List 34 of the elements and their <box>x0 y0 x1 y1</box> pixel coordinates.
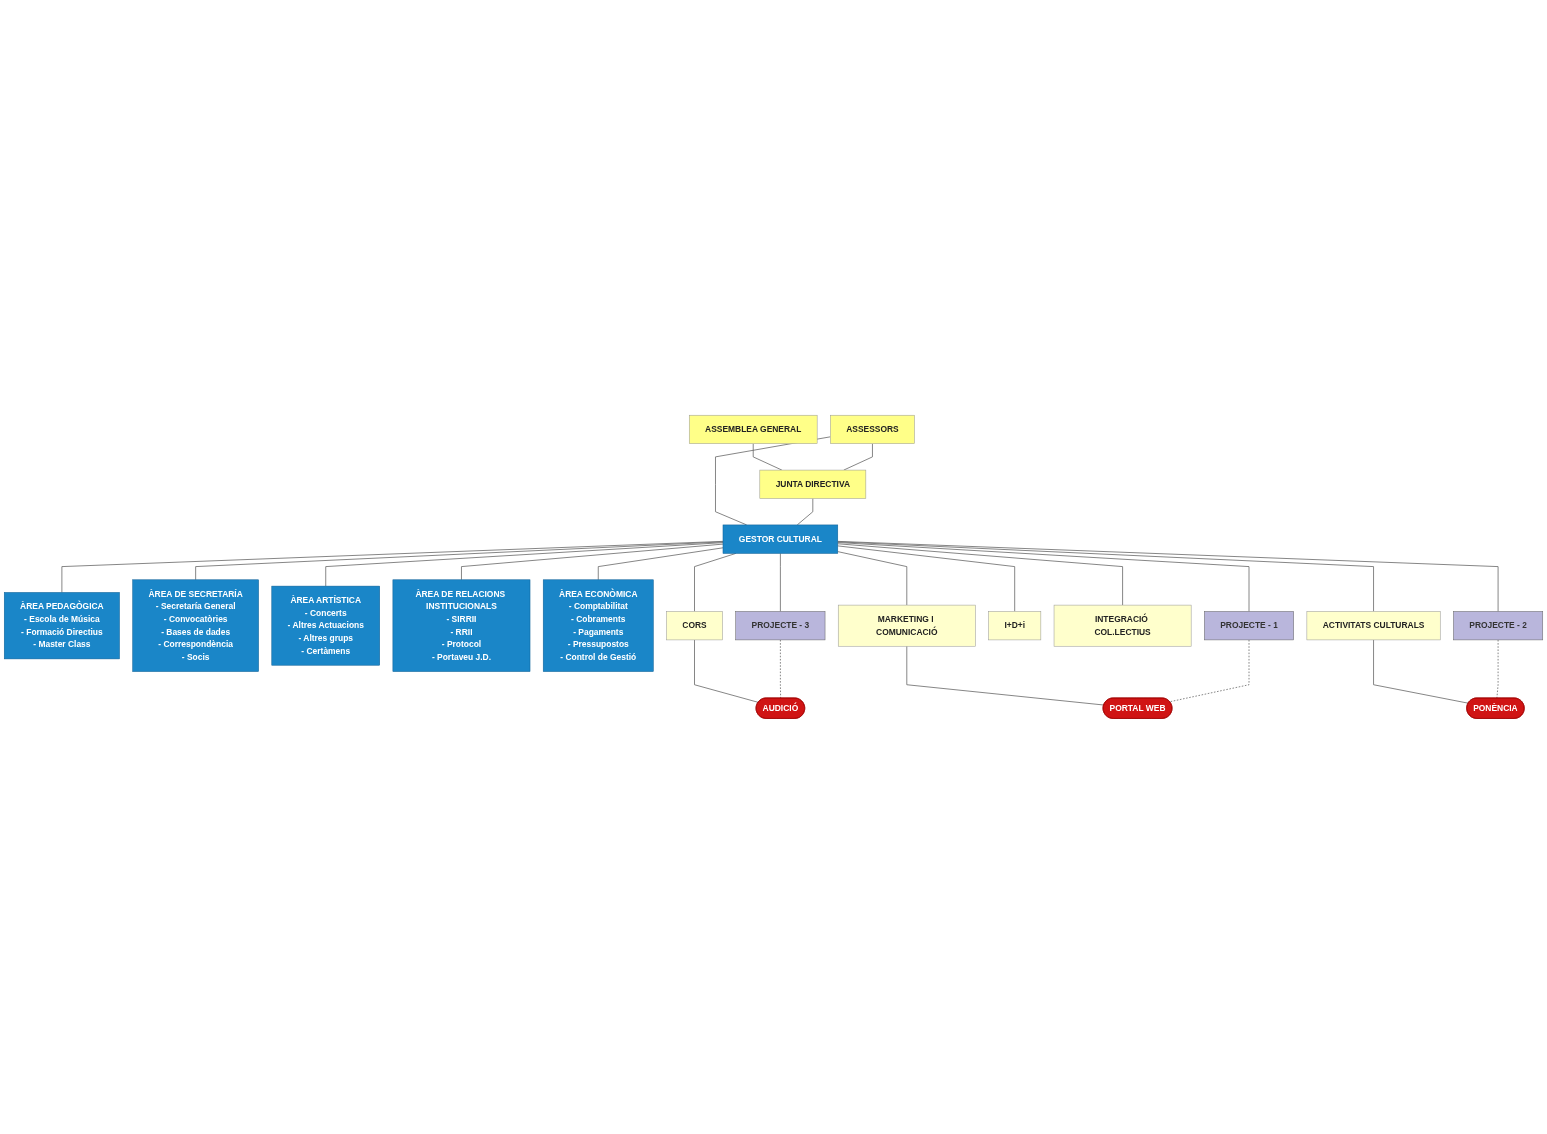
connector <box>837 551 908 606</box>
node-box: ASSESSORS <box>830 415 915 445</box>
connector <box>837 543 1123 606</box>
node-box: PROJECTE - 2 <box>1453 611 1543 641</box>
node-box: ÀREA ECONÒMICA - Comptabilitat - Cobraments - Pagaments - Pressupostos - Control de Gestió <box>542 579 654 672</box>
connector <box>780 553 781 612</box>
node-box: ÀREA PEDAGÒGICA - Escola de Música - Formació Directius - Master Class <box>3 592 120 660</box>
node-box: MARKETING I COMUNICACIÓ <box>837 604 976 647</box>
node-box: ÀREA ARTÍSTICA - Concerts - Altres Actuacions - Altres grups - Certàmens <box>271 586 380 666</box>
connector <box>325 542 724 587</box>
node-box: CORS <box>666 611 723 641</box>
connector <box>461 543 724 581</box>
connector <box>796 498 814 526</box>
node-box: ACTIVITATS CULTURALS <box>1306 611 1441 641</box>
connector <box>1373 639 1469 704</box>
node-box: PROJECTE - 1 <box>1204 611 1294 641</box>
connector <box>61 541 724 593</box>
connector <box>752 443 783 471</box>
node-box: ÀREA DE RELACIONS INSTITUCIONALS - SIRRII - RRII - Protocol - Portaveu J.D. <box>392 579 531 672</box>
connector <box>597 547 724 581</box>
connector <box>195 541 724 581</box>
node-box: INTEGRACIÓ COL.LECTIUS <box>1053 604 1192 647</box>
node-box: JUNTA DIRECTIVA <box>759 469 867 499</box>
connector <box>837 545 1016 612</box>
connector <box>906 646 1105 706</box>
connector <box>837 541 1499 612</box>
node-box: ÀREA DE SECRETARÍA - Secretaría General - Convocatòries - Bases de dades - Correspondència - Socis <box>132 579 259 672</box>
node-box: ASSEMBLEA GENERAL <box>689 415 818 445</box>
node-box: PROJECTE - 3 <box>735 611 826 641</box>
connector <box>843 443 873 471</box>
node-box: I+D+i <box>988 611 1042 641</box>
node-box: GESTOR CULTURAL <box>722 524 839 554</box>
connector <box>837 542 1250 612</box>
connector <box>837 541 1374 612</box>
